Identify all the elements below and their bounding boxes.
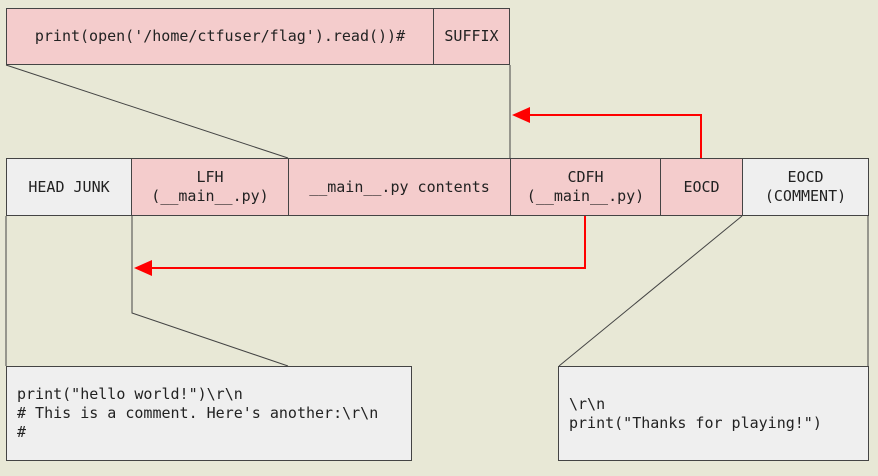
- suffix-label: SUFFIX: [444, 27, 499, 45]
- cdfh-box: CDFH (__main__.py): [510, 158, 661, 216]
- head-junk-label: HEAD JUNK: [28, 177, 110, 196]
- payload-box: print(open('/home/ctfuser/flag').read())…: [6, 8, 434, 65]
- eocd-label: EOCD: [683, 177, 720, 196]
- code-line: print("hello world!")\r\n: [17, 385, 243, 403]
- main-contents-label: __main__.py contents: [309, 177, 490, 196]
- cdfh-to-lfh-arrow: [134, 216, 586, 276]
- cdfh-label: CDFH (__main__.py): [526, 168, 645, 205]
- code-line: \r\n: [569, 394, 606, 413]
- lfh-box: LFH (__main__.py): [131, 158, 289, 216]
- head-junk-box: HEAD JUNK: [6, 158, 132, 216]
- eocd-comment-label: EOCD (COMMENT): [764, 168, 847, 205]
- suffix-box: SUFFIX: [433, 8, 510, 65]
- code-line: # This is a comment. Here's another:\r\n: [17, 404, 379, 422]
- comment-code-box: \r\n print("Thanks for playing!"): [558, 366, 869, 461]
- lfh-label: LFH (__main__.py): [151, 168, 269, 205]
- code-line: #: [17, 423, 27, 441]
- eocd-box: EOCD: [660, 158, 743, 216]
- expansion-line-right-inner: [558, 215, 743, 367]
- payload-label: print(open('/home/ctfuser/flag').read())…: [34, 27, 406, 45]
- eocd-to-cd-arrow: [512, 107, 702, 158]
- head-junk-code-box: print("hello world!")\r\n # This is a co…: [6, 366, 412, 461]
- expansion-line-top-left: [5, 64, 289, 159]
- main-contents-box: __main__.py contents: [288, 158, 511, 216]
- eocd-comment-box: EOCD (COMMENT): [742, 158, 869, 216]
- code-line: print("Thanks for playing!"): [569, 413, 822, 432]
- expansion-line-left-inner: [131, 216, 289, 367]
